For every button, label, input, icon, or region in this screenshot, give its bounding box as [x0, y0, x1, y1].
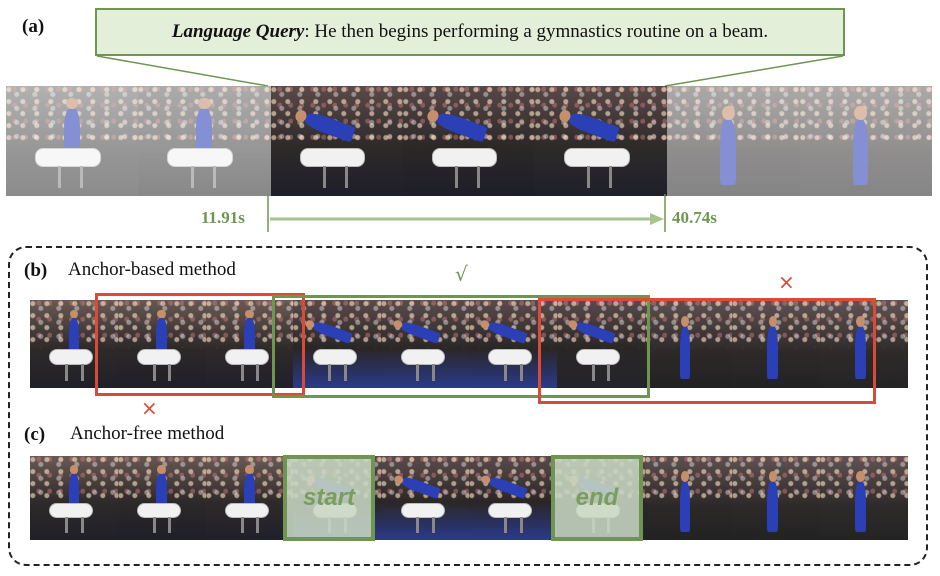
query-label: Language Query	[171, 21, 305, 42]
video-frame	[468, 300, 557, 388]
video-frame	[138, 86, 271, 196]
video-frame	[293, 300, 382, 388]
anchor-box-right-wrong	[538, 298, 876, 404]
video-frame	[381, 456, 469, 540]
video-frame	[535, 86, 668, 196]
correct-check-mark: √	[455, 262, 468, 286]
video-frame	[644, 300, 733, 388]
video-strip-b	[30, 300, 908, 388]
panel-b-title: Anchor-based method	[68, 259, 236, 280]
video-frame	[402, 86, 536, 196]
language-query-box: Language Query: He then begins performin…	[95, 8, 845, 56]
panel-b-label: (b)	[24, 260, 48, 281]
start-time-label: 11.91s	[201, 208, 245, 227]
video-frame	[6, 86, 139, 196]
video-frame	[205, 300, 294, 388]
wrong-mark-left: ×	[141, 396, 158, 420]
panel-c-label: (c)	[24, 424, 46, 445]
anchor-box-left-wrong	[95, 293, 305, 396]
video-frame	[644, 456, 733, 540]
video-frame	[205, 456, 294, 540]
methods-container	[8, 246, 928, 566]
end-boundary-box: end	[551, 455, 643, 541]
start-boundary-box: start	[283, 455, 375, 541]
video-frame	[556, 300, 645, 388]
video-frame	[30, 456, 118, 540]
query-callout-lines	[96, 55, 844, 87]
query-text: He then begins performing a gymnastics r…	[314, 21, 769, 42]
video-frame	[732, 456, 821, 540]
wrong-mark-right: ×	[778, 270, 795, 294]
video-frame	[820, 300, 908, 388]
query-separator: :	[304, 21, 310, 42]
end-time-label: 40.74s	[672, 208, 717, 227]
video-frame	[270, 86, 403, 196]
video-frame	[117, 300, 206, 388]
panel-c-title: Anchor-free method	[70, 423, 225, 444]
video-frame	[381, 300, 469, 388]
video-strip-c	[30, 456, 908, 540]
video-frame	[117, 456, 206, 540]
video-frame	[799, 86, 932, 196]
time-range-arrow	[267, 194, 666, 232]
video-frame	[732, 300, 821, 388]
anchor-box-middle-correct	[272, 295, 650, 398]
video-frame	[468, 456, 557, 540]
video-frame	[667, 86, 800, 196]
video-strip-a	[6, 86, 932, 196]
video-frame	[820, 456, 908, 540]
panel-a-label: (a)	[22, 16, 45, 37]
video-frame	[30, 300, 118, 388]
